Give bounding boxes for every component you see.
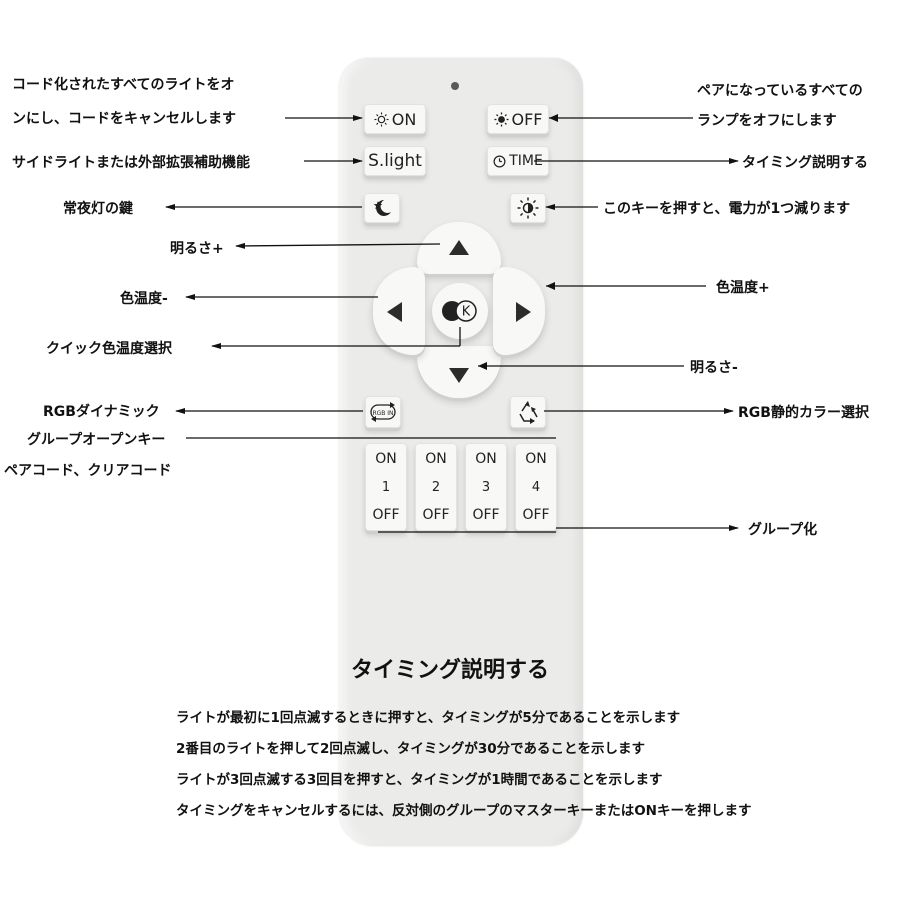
side-light-button[interactable]: S.light	[364, 146, 426, 176]
group-3-on: ON	[475, 451, 497, 467]
center-key-letter: K	[462, 305, 471, 320]
arrow-up-icon	[449, 240, 469, 255]
arrow-right-icon	[516, 302, 531, 322]
label-on-line1: コード化されたすべてのライトをオ	[12, 77, 235, 93]
group-1-number: 1	[381, 479, 391, 495]
label-rgb-static: RGB静的カラー選択	[738, 405, 869, 421]
label-grouping: グループ化	[748, 522, 818, 538]
group-3-number: 3	[481, 479, 491, 495]
label-group-open: グループオープンキー	[27, 432, 166, 448]
dim-button[interactable]	[510, 193, 546, 223]
label-color-temp-up: 色温度+	[716, 280, 770, 296]
time-button-label: TIME	[509, 153, 543, 169]
label-bright-down: 明るさ-	[690, 360, 738, 376]
timing-line-4: タイミングをキャンセルするには、反対側のグループのマスターキーまたはONキーを押…	[176, 803, 752, 819]
group-3-off: OFF	[472, 507, 500, 523]
recycle-arrows-icon	[519, 401, 538, 424]
on-button-label: ON	[391, 109, 417, 129]
time-button[interactable]: TIME	[487, 146, 549, 176]
label-off-line2: ランプをオフにします	[697, 113, 837, 129]
group-1-on: ON	[375, 451, 397, 467]
night-light-button[interactable]	[364, 193, 400, 223]
rgb-static-button[interactable]	[510, 396, 546, 428]
side-light-button-label: S.light	[368, 151, 422, 171]
dim-sun-icon	[516, 196, 540, 220]
ir-emitter	[451, 82, 459, 90]
group-1-button[interactable]: ON 1 OFF	[365, 443, 407, 531]
label-pair-code: ペアコード、クリアコード	[4, 463, 172, 479]
label-bright-up: 明るさ+	[170, 241, 224, 257]
timing-line-3: ライトが3回点滅する3回目を押すと、タイミングが1時間であることを示します	[176, 772, 663, 788]
timing-title: タイミング説明する	[350, 658, 549, 683]
label-rgb-dynamic: RGBダイナミック	[43, 404, 160, 420]
group-4-number: 4	[531, 479, 541, 495]
rgb-cycle-icon: RGB IN	[370, 402, 396, 422]
label-time: タイミング説明する	[742, 155, 868, 171]
group-2-button[interactable]: ON 2 OFF	[415, 443, 457, 531]
off-button-label: OFF	[511, 109, 543, 129]
rgb-dynamic-button[interactable]: RGB IN	[365, 396, 401, 428]
label-quick-temp: クイック色温度選択	[46, 341, 172, 357]
group-4-on: ON	[525, 451, 547, 467]
label-slight: サイドライトまたは外部拡張補助機能	[12, 155, 250, 171]
label-dim: このキーを押すと、電力が1つ減ります	[603, 201, 851, 217]
group-2-number: 2	[431, 479, 441, 495]
group-4-off: OFF	[522, 507, 550, 523]
color-temp-k-icon: K	[442, 300, 477, 322]
arrow-down-icon	[449, 368, 469, 383]
label-off-line1: ペアになっているすべての	[697, 83, 863, 99]
on-button[interactable]: ON	[364, 104, 426, 134]
quick-color-temp-button[interactable]: K	[432, 283, 488, 339]
timing-line-2: 2番目のライトを押して2回点滅し、タイミングが30分であることを示します	[176, 741, 646, 757]
moon-star-icon	[369, 197, 395, 219]
group-2-on: ON	[425, 451, 447, 467]
arrow-left-icon	[387, 302, 402, 322]
off-button[interactable]: OFF	[487, 104, 549, 134]
label-on-line2: ンにし、コードをキャンセルします	[12, 111, 236, 127]
timing-line-1: ライトが最初に1回点滅するときに押すと、タイミングが5分であることを示します	[176, 710, 681, 726]
group-2-off: OFF	[422, 507, 450, 523]
label-color-temp-down: 色温度-	[120, 291, 168, 307]
group-3-button[interactable]: ON 3 OFF	[465, 443, 507, 531]
group-1-off: OFF	[372, 507, 400, 523]
sun-outline-icon	[374, 111, 389, 127]
group-4-button[interactable]: ON 4 OFF	[515, 443, 557, 531]
rgb-in-text: RGB IN	[372, 410, 393, 417]
label-night: 常夜灯の鍵	[63, 201, 133, 217]
clock-icon	[493, 155, 506, 168]
sun-filled-icon	[493, 111, 509, 127]
